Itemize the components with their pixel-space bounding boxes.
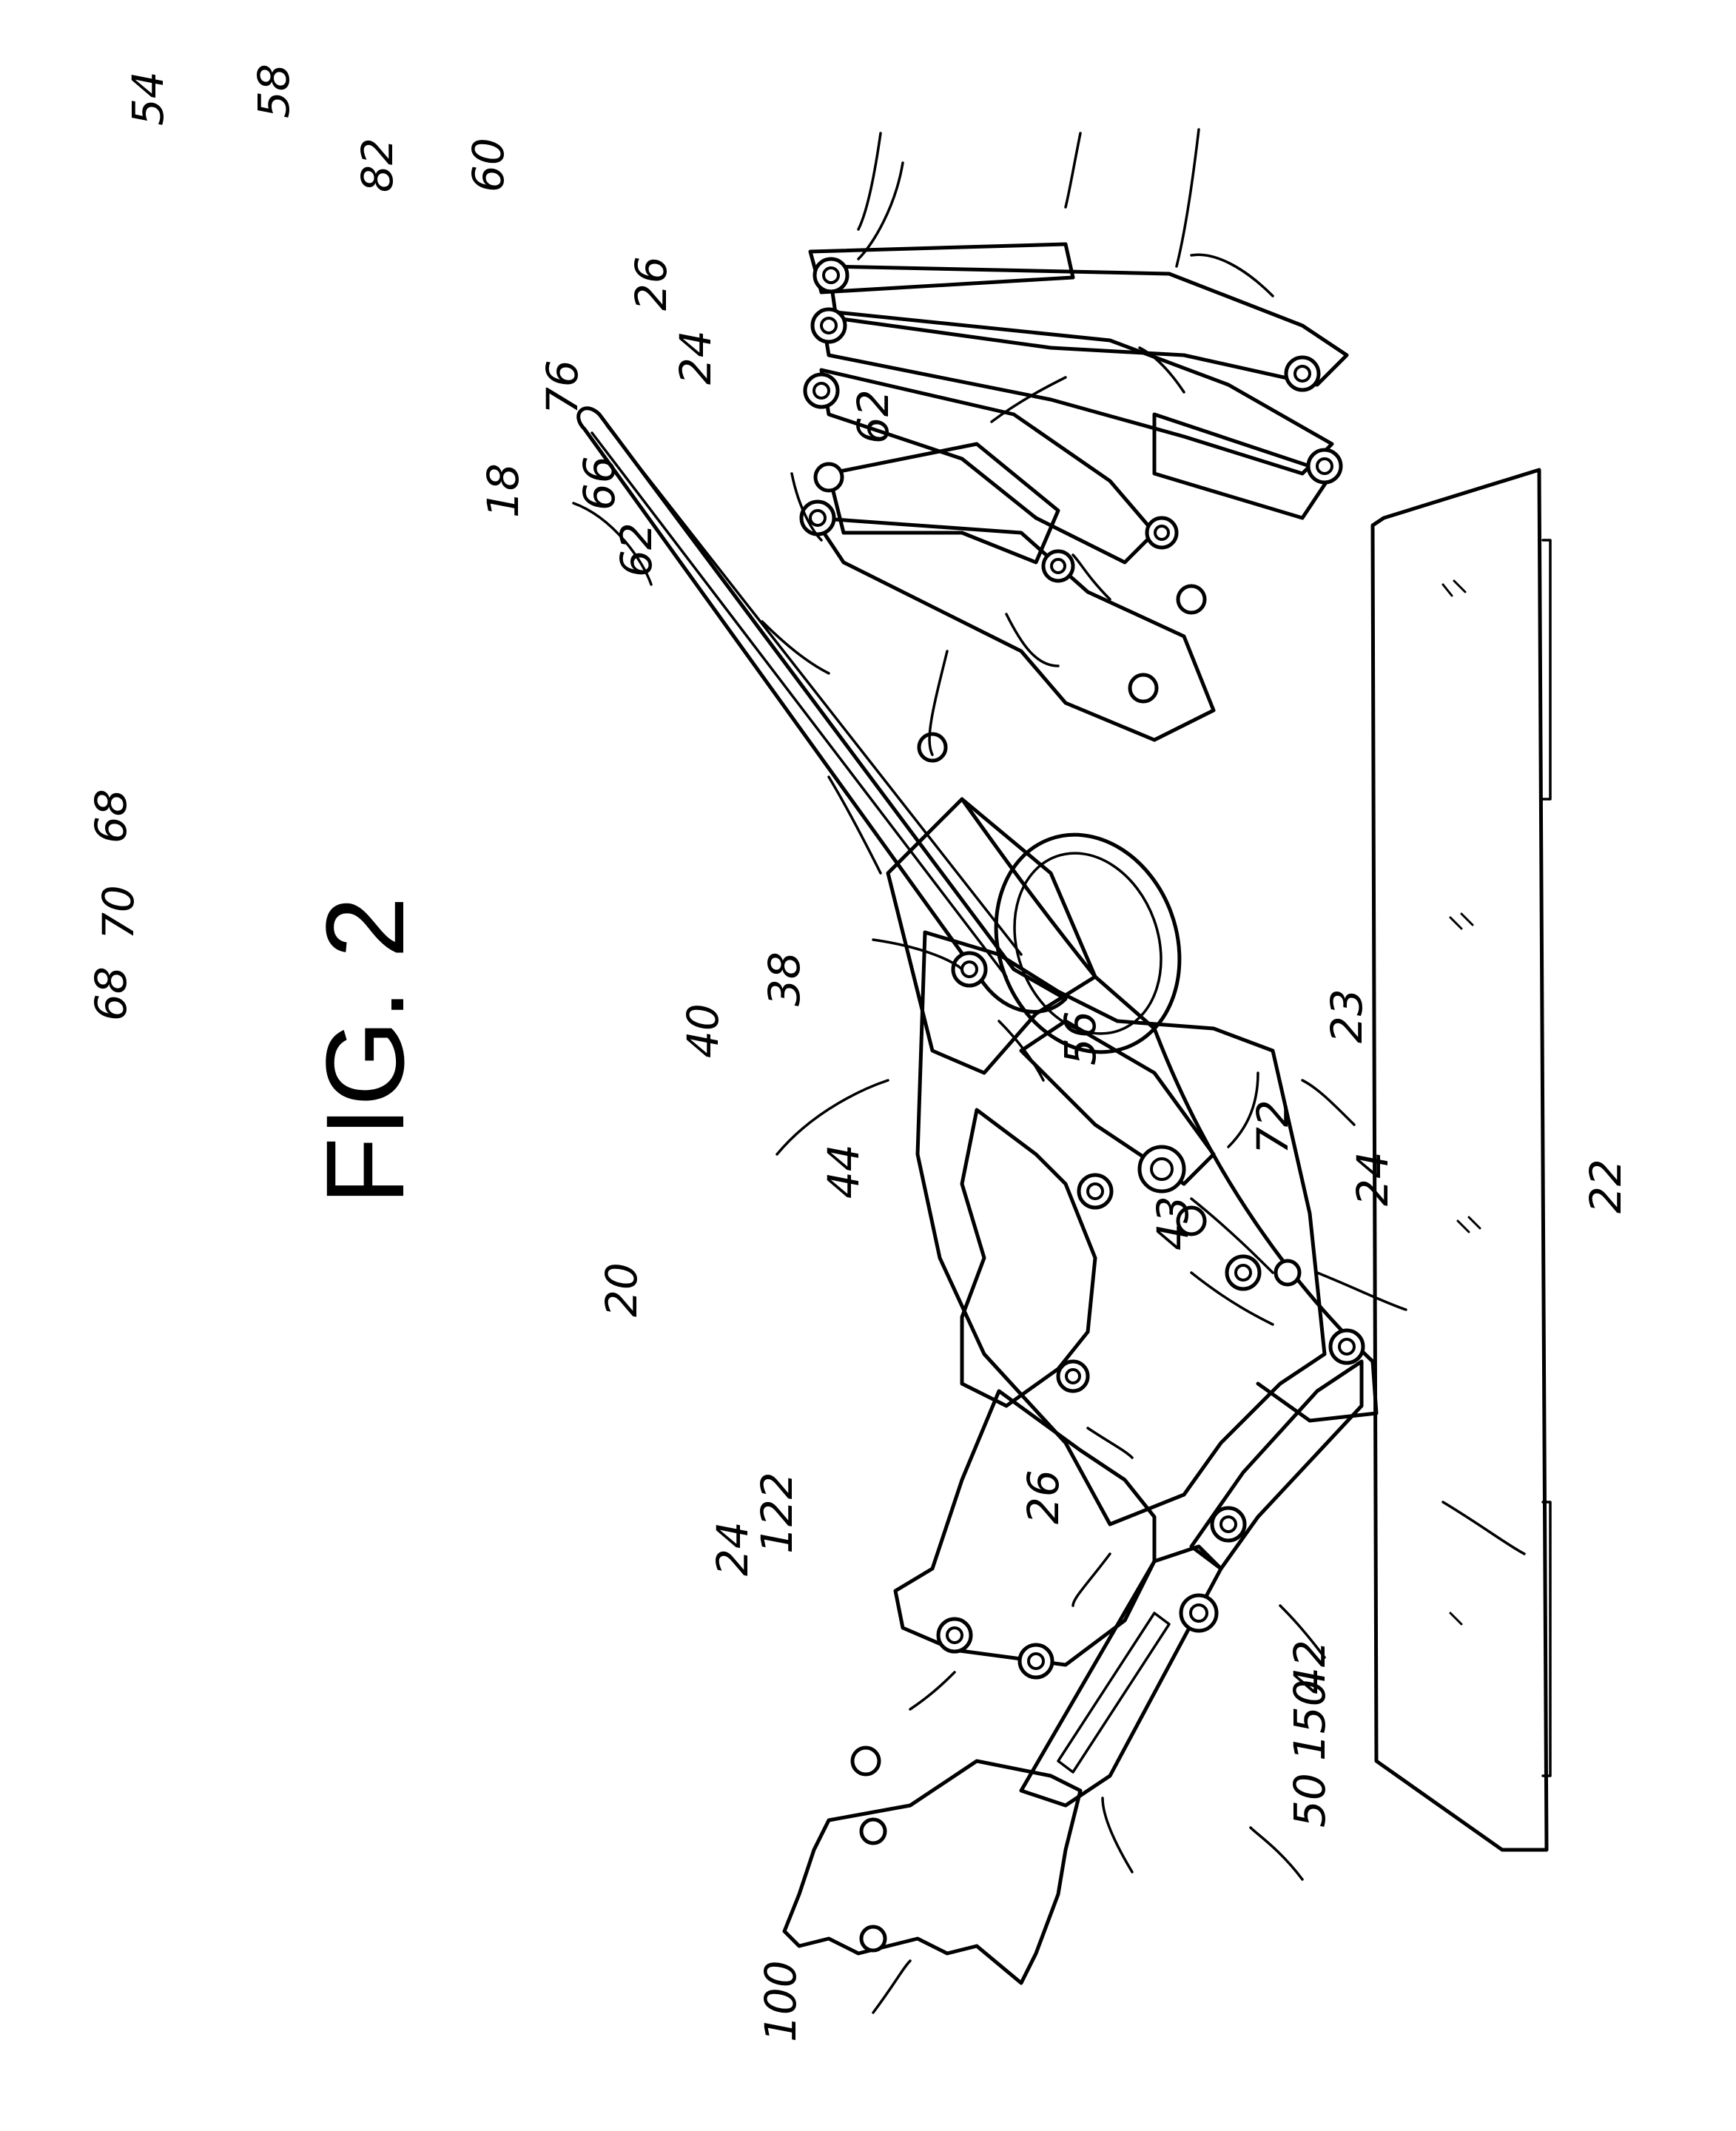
label-56: 56: [1055, 1011, 1106, 1066]
leader-lines: [572, 128, 1526, 2014]
link-66: [827, 442, 1060, 565]
label-76: 76: [537, 360, 588, 414]
label-22: 22: [1581, 1159, 1631, 1213]
label-122: 122: [752, 1472, 802, 1554]
label-68-left: 68: [86, 789, 136, 844]
label-66: 66: [574, 456, 625, 511]
mechanism-drawing: [572, 128, 1552, 2014]
label-82: 82: [352, 138, 403, 192]
label-23: 23: [1322, 989, 1372, 1043]
label-62-lower: 62: [848, 389, 898, 444]
support-bracket-23: [960, 797, 1375, 1364]
label-72: 72: [1248, 1100, 1298, 1154]
label-26-top: 26: [626, 256, 676, 311]
seat-link-38: [886, 797, 1097, 1075]
link-122: [960, 1108, 1097, 1408]
label-38: 38: [759, 952, 810, 1006]
label-44: 44: [818, 1144, 869, 1199]
link-42: [1189, 1359, 1364, 1571]
label-18: 18: [478, 463, 528, 518]
handle-18: [576, 406, 1068, 1014]
label-60: 60: [463, 138, 514, 192]
label-50: 50: [1285, 1773, 1335, 1828]
label-20: 20: [596, 1262, 647, 1317]
label-68-right: 68: [86, 966, 136, 1021]
base-hatching: [1441, 579, 1481, 1626]
label-40: 40: [678, 1003, 728, 1058]
label-62-upper: 62: [611, 522, 662, 577]
label-150: 150: [1285, 1679, 1335, 1761]
label-24-right: 24: [1348, 1151, 1398, 1206]
link-82: [1152, 412, 1334, 520]
label-70: 70: [93, 885, 144, 940]
label-24-left: 24: [707, 1521, 758, 1576]
side-plate-24: [915, 930, 1327, 1526]
link-76: [819, 368, 1157, 565]
base-rail-22: [1370, 468, 1549, 1852]
figure-title: FIG. 2: [303, 897, 427, 1205]
label-24-top: 24: [670, 330, 721, 385]
label-54: 54: [123, 71, 173, 126]
pivot-pins: [799, 257, 1365, 1953]
label-100: 100: [756, 1960, 806, 2042]
link-58: [827, 264, 1349, 387]
label-43: 43: [1148, 1196, 1198, 1250]
link-56: [1019, 1019, 1216, 1186]
label-42: 42: [1285, 1640, 1335, 1694]
back-post-24: [893, 1389, 1157, 1667]
slotted-link-50: [1019, 1544, 1223, 1808]
label-58: 58: [249, 64, 299, 118]
label-26-left: 26: [1018, 1470, 1069, 1524]
reference-numerals: 18 20 22 23 24 24 24 26 26 38 40 42 43 4…: [86, 64, 1631, 2042]
headrest-bracket-100: [782, 1759, 1083, 1985]
